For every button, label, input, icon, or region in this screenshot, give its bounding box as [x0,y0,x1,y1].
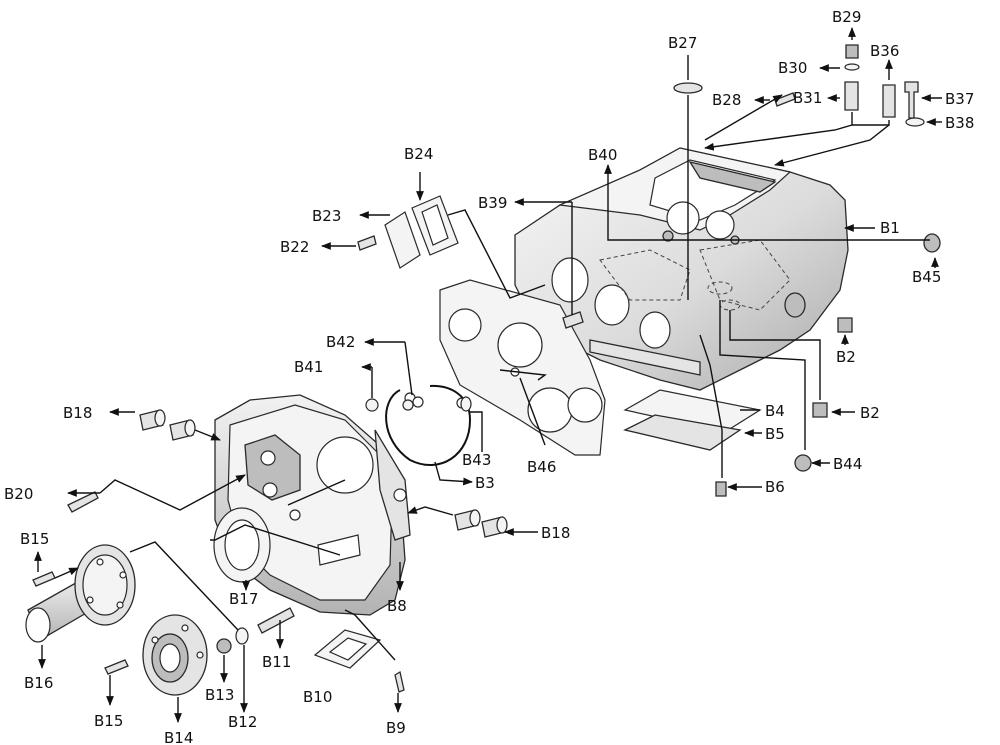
label-b18-right: B18 [541,524,570,542]
label-b43: B43 [462,451,491,469]
label-b12: B12 [228,713,257,731]
label-b2-lower: B2 [860,404,880,422]
label-b16: B16 [24,674,53,692]
output-flange-shaft [25,544,136,643]
label-b40: B40 [588,146,617,164]
companion-flange [142,614,208,696]
label-b10: B10 [303,688,332,706]
leader-lines [34,27,942,723]
label-b39: B39 [478,194,507,212]
label-b18-left: B18 [63,404,92,422]
small-hardware [32,44,941,693]
label-b1: B1 [880,219,900,237]
label-b31: B31 [793,89,822,107]
label-b5: B5 [765,425,785,443]
label-b23: B23 [312,207,341,225]
label-b22: B22 [280,238,309,256]
gearbox-housing [514,147,849,391]
label-b38: B38 [945,114,974,132]
label-b45: B45 [912,268,941,286]
label-b2-upper: B2 [836,348,856,366]
housing-gasket [439,279,606,456]
label-b46: B46 [527,458,556,476]
label-b6: B6 [765,478,785,496]
label-b41: B41 [294,358,323,376]
label-b20: B20 [4,485,33,503]
label-b14: B14 [164,729,193,745]
label-b30: B30 [778,59,807,77]
label-b36: B36 [870,42,899,60]
seal-plate [213,507,271,583]
label-b17: B17 [229,590,258,608]
label-b37: B37 [945,90,974,108]
label-b24: B24 [404,145,433,163]
label-b8: B8 [387,597,407,615]
label-b15-upper: B15 [20,530,49,548]
retaining-ring [385,384,472,466]
label-b9: B9 [386,719,406,737]
label-b42: B42 [326,333,355,351]
label-b29: B29 [832,8,861,26]
label-b3: B3 [475,474,495,492]
label-b27: B27 [668,34,697,52]
label-b15-lower: B15 [94,712,123,730]
label-b44: B44 [833,455,862,473]
label-b13: B13 [205,686,234,704]
label-b11: B11 [262,653,291,671]
part-labels: B1 B45 B2 B2 B4 B5 B44 B6 B29 B27 B36 B3… [4,8,974,745]
label-b4: B4 [765,402,785,420]
label-b28: B28 [712,91,741,109]
